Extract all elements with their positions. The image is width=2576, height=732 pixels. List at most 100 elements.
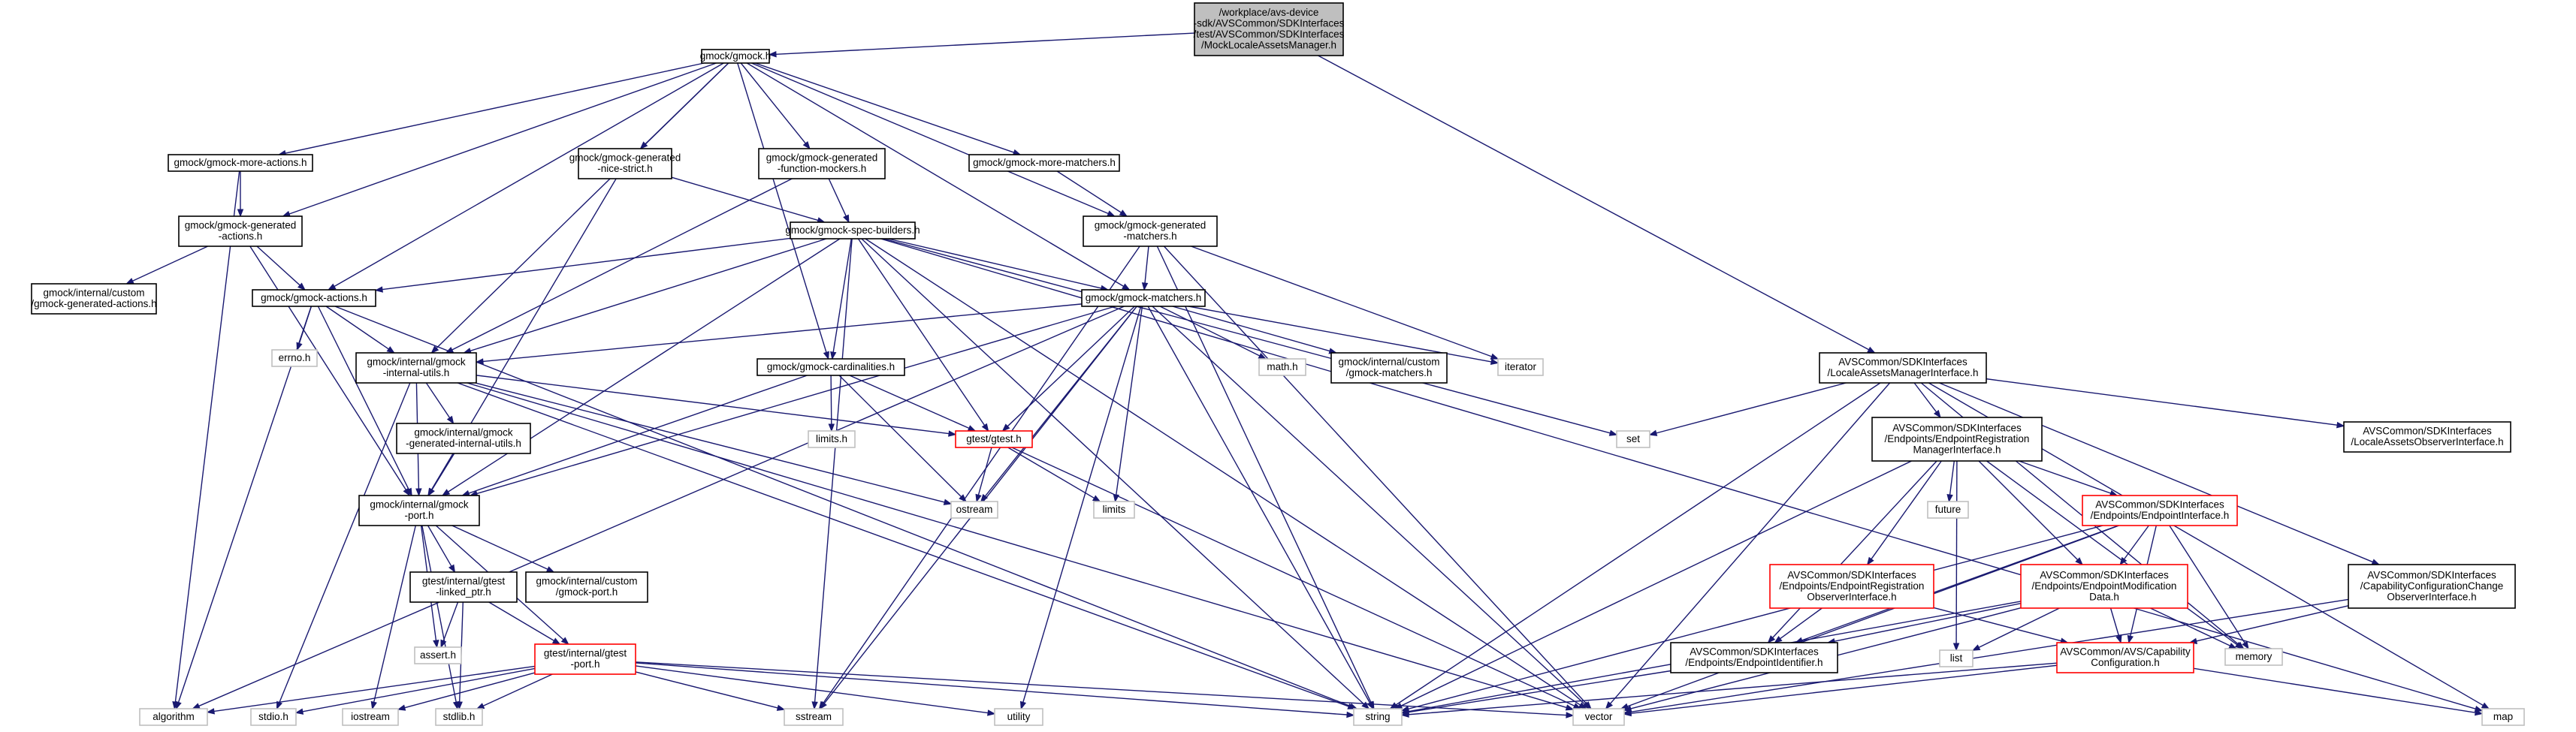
node-gmock-gen-actions[interactable]: gmock/gmock-generated-actions.h [178, 215, 303, 247]
node-locale-assets-observer[interactable]: AVSCommon/SDKInterfaces/LocaleAssetsObse… [2343, 421, 2511, 453]
node-algorithm[interactable]: algorithm [139, 708, 208, 726]
node-iterator[interactable]: iterator [1497, 358, 1544, 376]
node-endpoint-reg-mgr[interactable]: AVSCommon/SDKInterfaces/Endpoints/Endpoi… [1871, 417, 2043, 462]
edge-gtest_port-to-algorithm [206, 665, 536, 715]
edge-line [1772, 460, 1937, 638]
edge-line [1656, 382, 1847, 434]
node-endpoint-reg-observer[interactable]: AVSCommon/SDKInterfaces/Endpoints/Endpoi… [1769, 564, 1934, 609]
node-label-line: gmock/gmock-generated [185, 220, 297, 231]
node-stdlib[interactable]: stdlib.h [435, 708, 483, 726]
node-gtest-port[interactable]: gtest/internal/gtest-port.h [534, 643, 636, 675]
node-cap-config[interactable]: AVSCommon/AVS/CapabilityConfiguration.h [2056, 642, 2194, 673]
node-gmock-gen-function-mockers[interactable]: gmock/gmock-generated-function-mockers.h [758, 148, 886, 179]
node-limits-h[interactable]: limits.h [808, 430, 856, 448]
edge-line [431, 453, 455, 490]
edge-gmock_port-to-internal_custom_port [451, 525, 555, 573]
node-internal-custom-matchers[interactable]: gmock/internal/custom/gmock-matchers.h [1330, 352, 1448, 384]
node-label-line: utility [1007, 711, 1031, 722]
edge-locale_assets_mgr-to-set [1648, 382, 1847, 436]
node-gmock-gen-matchers[interactable]: gmock/gmock-generated-matchers.h [1083, 215, 1218, 247]
node-label-line: -actions.h [219, 230, 263, 242]
node-stdio[interactable]: stdio.h [250, 708, 297, 726]
node-ostream[interactable]: ostream [950, 501, 998, 519]
node-label-line: AVSCommon/SDKInterfaces [1787, 569, 1916, 580]
node-label-line: AVSCommon/SDKInterfaces [1892, 422, 2022, 433]
node-vector[interactable]: vector [1572, 708, 1625, 726]
node-utility[interactable]: utility [994, 708, 1043, 726]
node-gmock-matchers[interactable]: gmock/gmock-matchers.h [1081, 289, 1206, 307]
edge-gmock-to-gmock_internal_utils [430, 62, 729, 354]
edge-gmock_port-to-gtest_linked_ptr [427, 525, 456, 574]
edge-arrowhead [297, 282, 306, 291]
node-gmock-port[interactable]: gmock/internal/gmock-port.h [358, 495, 480, 526]
edge-line [2150, 607, 2230, 646]
node-limits[interactable]: limits [1093, 501, 1135, 519]
node-gtest[interactable]: gtest/gtest.h [955, 430, 1033, 448]
edge-gmock_matchers-to-gmock_port [469, 306, 1116, 497]
node-label-line: -nice-strict.h [597, 163, 653, 174]
node-label-line: gmock/gmock-generated [569, 152, 681, 164]
node-label-line: set [1626, 433, 1640, 444]
node-gmock[interactable]: gmock/gmock.h [700, 49, 772, 64]
edge-gmock_spec_builders-to-string [861, 238, 1370, 709]
node-gmock-spec-builders[interactable]: gmock/gmock-spec-builders.h [785, 221, 920, 239]
edge-gmock-to-gmock_gen_function_mockers [740, 62, 811, 150]
node-endpoint-mod-data[interactable]: AVSCommon/SDKInterfaces/Endpoints/Endpoi… [2020, 564, 2188, 609]
edge-arrowhead [1608, 429, 1618, 436]
node-iostream[interactable]: iostream [342, 708, 399, 726]
node-gtest-linked-ptr[interactable]: gtest/internal/gtest-linked_ptr.h [409, 571, 518, 603]
node-label-line: memory [2236, 651, 2272, 662]
edge-arrowhead [1141, 282, 1149, 291]
node-gmock-internal-utils[interactable]: gmock/internal/gmock-internal-utils.h [355, 352, 477, 384]
node-box [396, 423, 531, 454]
edge-line [1609, 382, 1891, 704]
edge-line [476, 375, 950, 435]
node-label-line: map [2493, 711, 2513, 722]
edge-gmock_actions-to-algorithm [175, 306, 312, 710]
node-root[interactable]: /workplace/avs-device-sdk/AVSCommon/SDKI… [1194, 2, 1345, 56]
node-endpoint-interface[interactable]: AVSCommon/SDKInterfaces/Endpoints/Endpoi… [2082, 495, 2238, 526]
node-assert[interactable]: assert.h [414, 646, 462, 664]
node-errno[interactable]: errno.h [271, 349, 318, 367]
node-memory[interactable]: memory [2224, 648, 2283, 666]
edge-gtest_port-to-utility [635, 665, 996, 716]
edge-gtest-to-ostream [975, 447, 992, 503]
edge-arrowhead [192, 703, 201, 709]
node-box [968, 154, 1120, 172]
node-future[interactable]: future [1927, 501, 1969, 519]
node-label-line: iterator [1505, 361, 1537, 372]
edge-gmock_matchers-to-gtest [1001, 306, 1135, 432]
node-label-line: limits.h [816, 433, 847, 444]
node-cap-config-change-observer[interactable]: AVSCommon/SDKInterfaces/CapabilityConfig… [2348, 564, 2516, 609]
node-map[interactable]: map [2481, 708, 2525, 726]
node-gmock-cardinalities[interactable]: gmock/gmock-cardinalities.h [756, 358, 905, 376]
node-sstream[interactable]: sstream [784, 708, 844, 726]
edge-gmock_gen_matchers-to-sstream [818, 246, 1140, 710]
edge-gmock_matchers-to-string [1147, 306, 1374, 710]
node-gmock-gen-nice-strict[interactable]: gmock/gmock-generated-nice-strict.h [569, 148, 681, 179]
edge-arrowhead [948, 430, 957, 437]
node-label-line: gmock/internal/custom [536, 576, 637, 587]
node-locale-assets-mgr[interactable]: AVSCommon/SDKInterfaces/LocaleAssetsMana… [1819, 352, 1987, 384]
edge-arrowhead [1389, 702, 1398, 709]
edge-gmock_internal_utils-to-string [457, 382, 1357, 709]
node-set[interactable]: set [1616, 430, 1650, 448]
node-gmock-more-actions[interactable]: gmock/gmock-more-actions.h [168, 154, 313, 172]
node-internal-custom-port[interactable]: gmock/internal/custom/gmock-port.h [525, 571, 648, 603]
node-math[interactable]: math.h [1258, 358, 1306, 376]
node-list[interactable]: list [1939, 649, 1974, 667]
edge-line [857, 238, 986, 426]
node-label-line: gmock/gmock-more-actions.h [174, 157, 307, 168]
edge-gmock_cardinalities-to-ostream [838, 375, 967, 502]
node-label-line: -sdk/AVSCommon/SDKInterfaces [1194, 18, 1345, 29]
node-gmock-gen-internal-utils[interactable]: gmock/internal/gmock-generated-internal-… [396, 423, 531, 454]
node-label-line: AVSCommon/SDKInterfaces [2040, 569, 2169, 580]
node-gmock-more-matchers[interactable]: gmock/gmock-more-matchers.h [968, 154, 1120, 172]
node-endpoint-identifier[interactable]: AVSCommon/SDKInterfaces/Endpoints/Endpoi… [1670, 642, 1838, 673]
node-label-line: -function-mockers.h [778, 163, 867, 174]
node-string[interactable]: string [1353, 708, 1403, 726]
node-internal-custom-gen-actions[interactable]: gmock/internal/custom/gmock-generated-ac… [31, 283, 157, 315]
edge-locale_assets_mgr-to-string [1389, 382, 1881, 709]
node-label-line: /test/AVSCommon/SDKInterfaces [1194, 29, 1345, 40]
node-gmock-actions[interactable]: gmock/gmock-actions.h [252, 289, 376, 307]
